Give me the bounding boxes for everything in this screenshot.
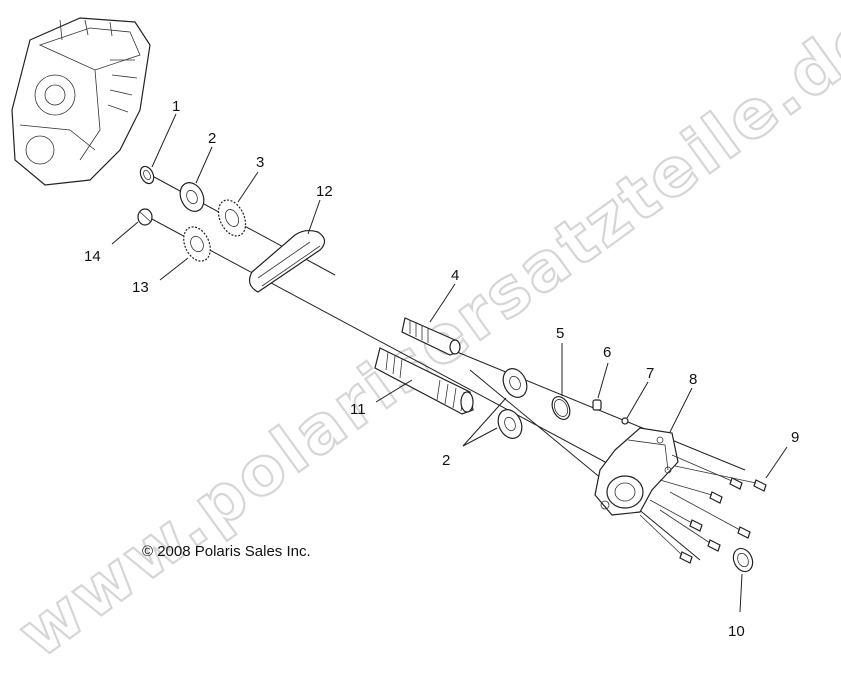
copyright-notice: © 2008 Polaris Sales Inc.	[142, 543, 311, 560]
leader-lines	[111, 113, 788, 613]
part-14-bushing	[137, 208, 153, 226]
part-12-chain	[248, 229, 326, 293]
part-5-oring	[551, 396, 571, 420]
callout-7: 7	[646, 365, 654, 382]
callout-labels: 1 2 3 12 14 13 4 5 6 7 8 9 10 11 2	[84, 98, 799, 640]
part-1-washer	[139, 165, 155, 185]
callout-13: 13	[132, 279, 149, 296]
part-2-bearing-upper	[179, 182, 205, 212]
part-2-bearing-lower-a	[502, 368, 528, 398]
callout-12: 12	[316, 183, 333, 200]
callout-8: 8	[689, 371, 697, 388]
callout-5: 5	[556, 325, 564, 342]
callout-2-upper: 2	[208, 130, 216, 147]
callout-2-lower: 2	[442, 452, 450, 469]
part-11-main-shaft	[374, 347, 474, 415]
part-2-bearing-lower-b	[497, 409, 523, 439]
part-9-bolts	[639, 454, 767, 564]
part-13-sprocket	[183, 226, 211, 262]
transmission-reference-thumbnail	[11, 17, 151, 186]
callout-1: 1	[172, 98, 180, 115]
callout-6: 6	[603, 344, 611, 361]
part-3-gear	[217, 199, 247, 237]
callout-14: 14	[84, 248, 101, 265]
part-10-seal	[732, 547, 754, 573]
part-4-shaft	[401, 317, 461, 356]
part-8-cover	[594, 427, 679, 516]
callout-3: 3	[256, 154, 264, 171]
callout-4: 4	[451, 267, 459, 284]
callout-9: 9	[791, 429, 799, 446]
part-6-dowel	[592, 399, 602, 411]
callout-11: 11	[350, 401, 366, 418]
part-7-pin	[621, 417, 629, 425]
callout-10: 10	[728, 623, 745, 640]
